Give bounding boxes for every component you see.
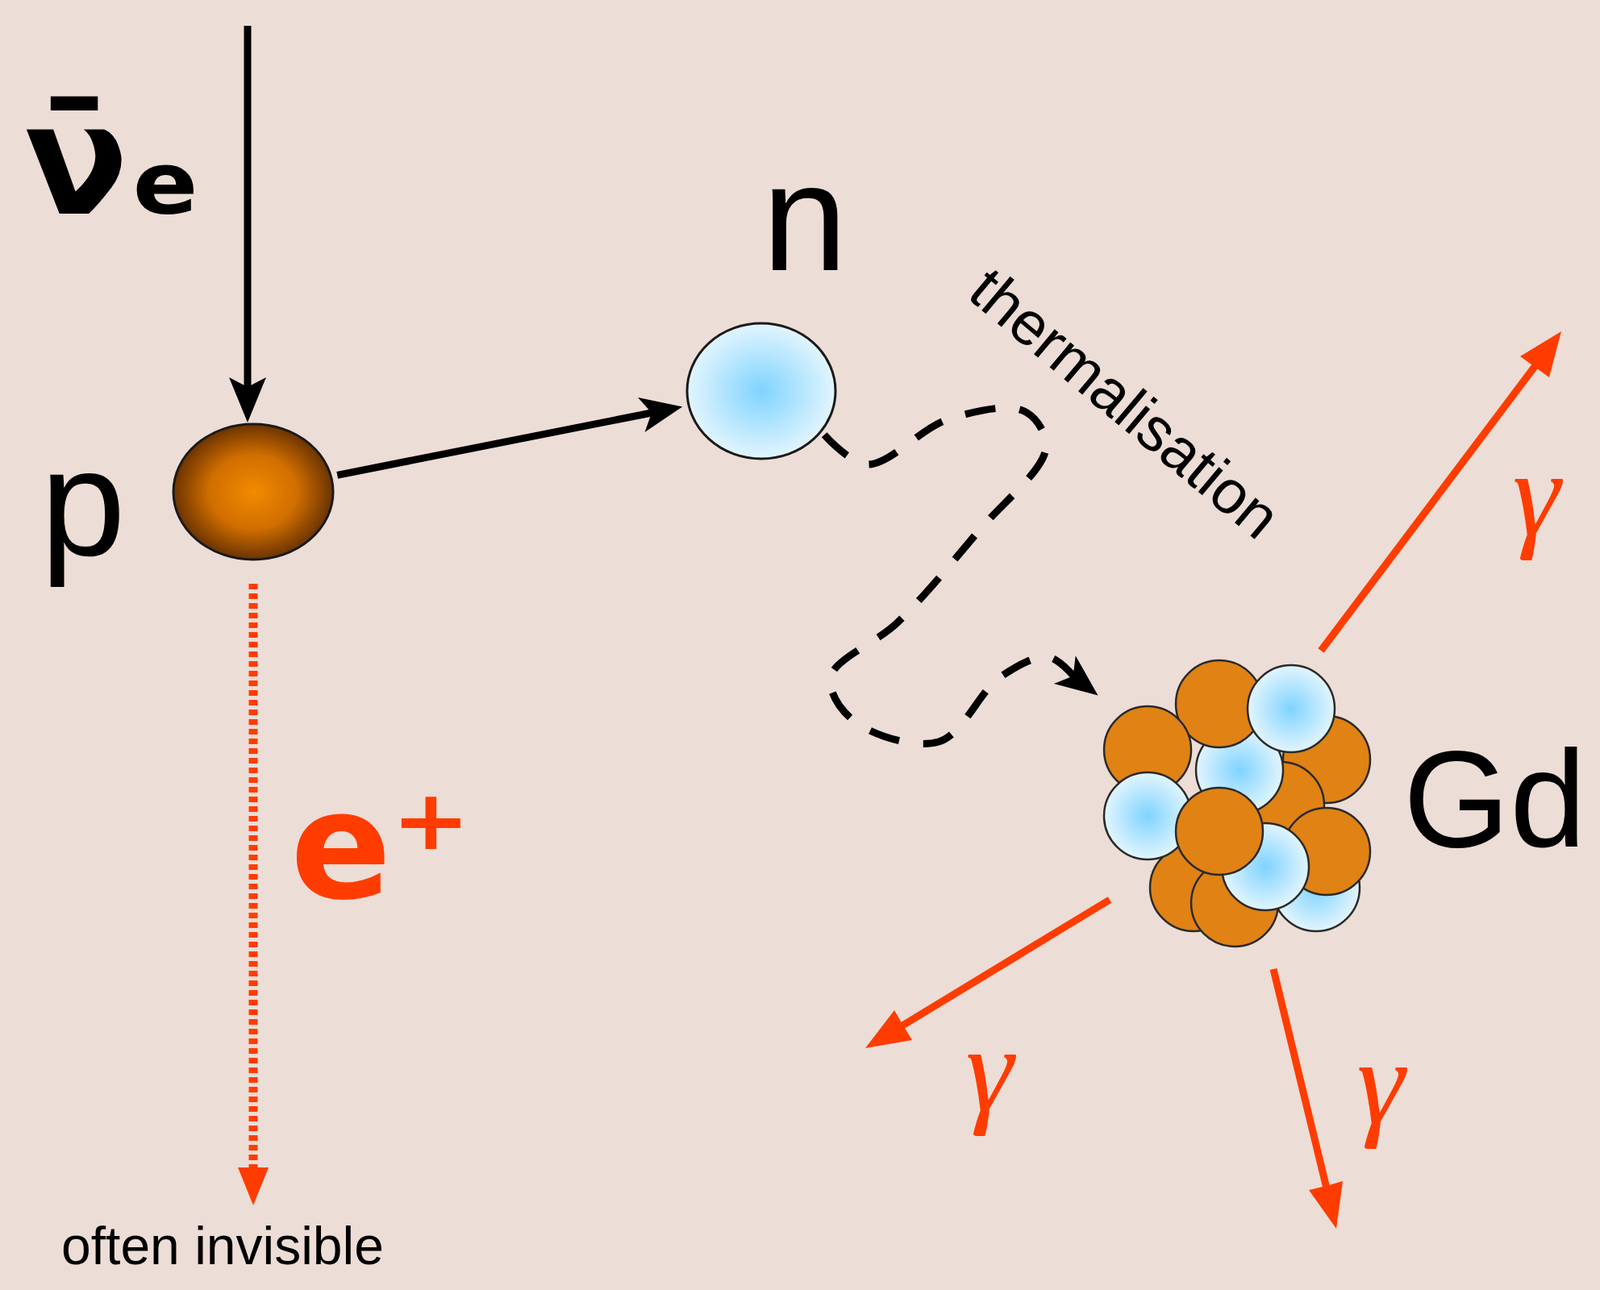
particle-label: p (40, 425, 126, 580)
connector-group (337, 397, 683, 475)
particle-ball (173, 424, 334, 560)
connector-group (824, 408, 1098, 745)
positron-arrow (237, 583, 269, 1206)
antineutrino-arrow (229, 25, 267, 423)
positron-symbol: e⁺ (290, 771, 471, 921)
arrow-head (1054, 655, 1099, 696)
arrow-head (865, 1010, 913, 1049)
gamma-arrow (1273, 969, 1343, 1230)
node-outline (171, 422, 335, 562)
proton-ball (1175, 787, 1263, 875)
arrow-line (1273, 969, 1328, 1192)
thermalisation-path (824, 408, 1075, 745)
gamma-arrow (1320, 331, 1562, 651)
gamma-symbol: γ (965, 1008, 1013, 1130)
arrow-head (1308, 1181, 1343, 1230)
dotted-line (249, 583, 259, 1174)
neutron-circle: n (685, 321, 838, 461)
gamma-symbol: γ (1356, 1021, 1405, 1143)
arrow-line (244, 25, 252, 394)
particle-ball (687, 323, 836, 459)
reaction-arrow (337, 412, 654, 475)
gamma-symbol: γ (1512, 433, 1560, 555)
note-text: often invisible (61, 1219, 384, 1273)
gadolinium-nucleus: Gd (1065, 631, 1405, 971)
particle-label: Gd (1403, 730, 1587, 868)
node-outline (1065, 631, 1405, 971)
node-outline (685, 321, 838, 461)
edge-label: thermalisation (955, 254, 1295, 553)
arrow-line (1320, 361, 1539, 651)
arrow-head (637, 397, 683, 433)
arrow-head (1520, 331, 1562, 378)
neutron-ball (1247, 665, 1335, 753)
arrow-head (237, 1167, 269, 1206)
particle-label: n (762, 140, 848, 294)
arrow-head (229, 377, 267, 423)
proton-circle: p (171, 422, 335, 562)
antineutrino-symbol: ν̄ₑ (24, 84, 202, 238)
